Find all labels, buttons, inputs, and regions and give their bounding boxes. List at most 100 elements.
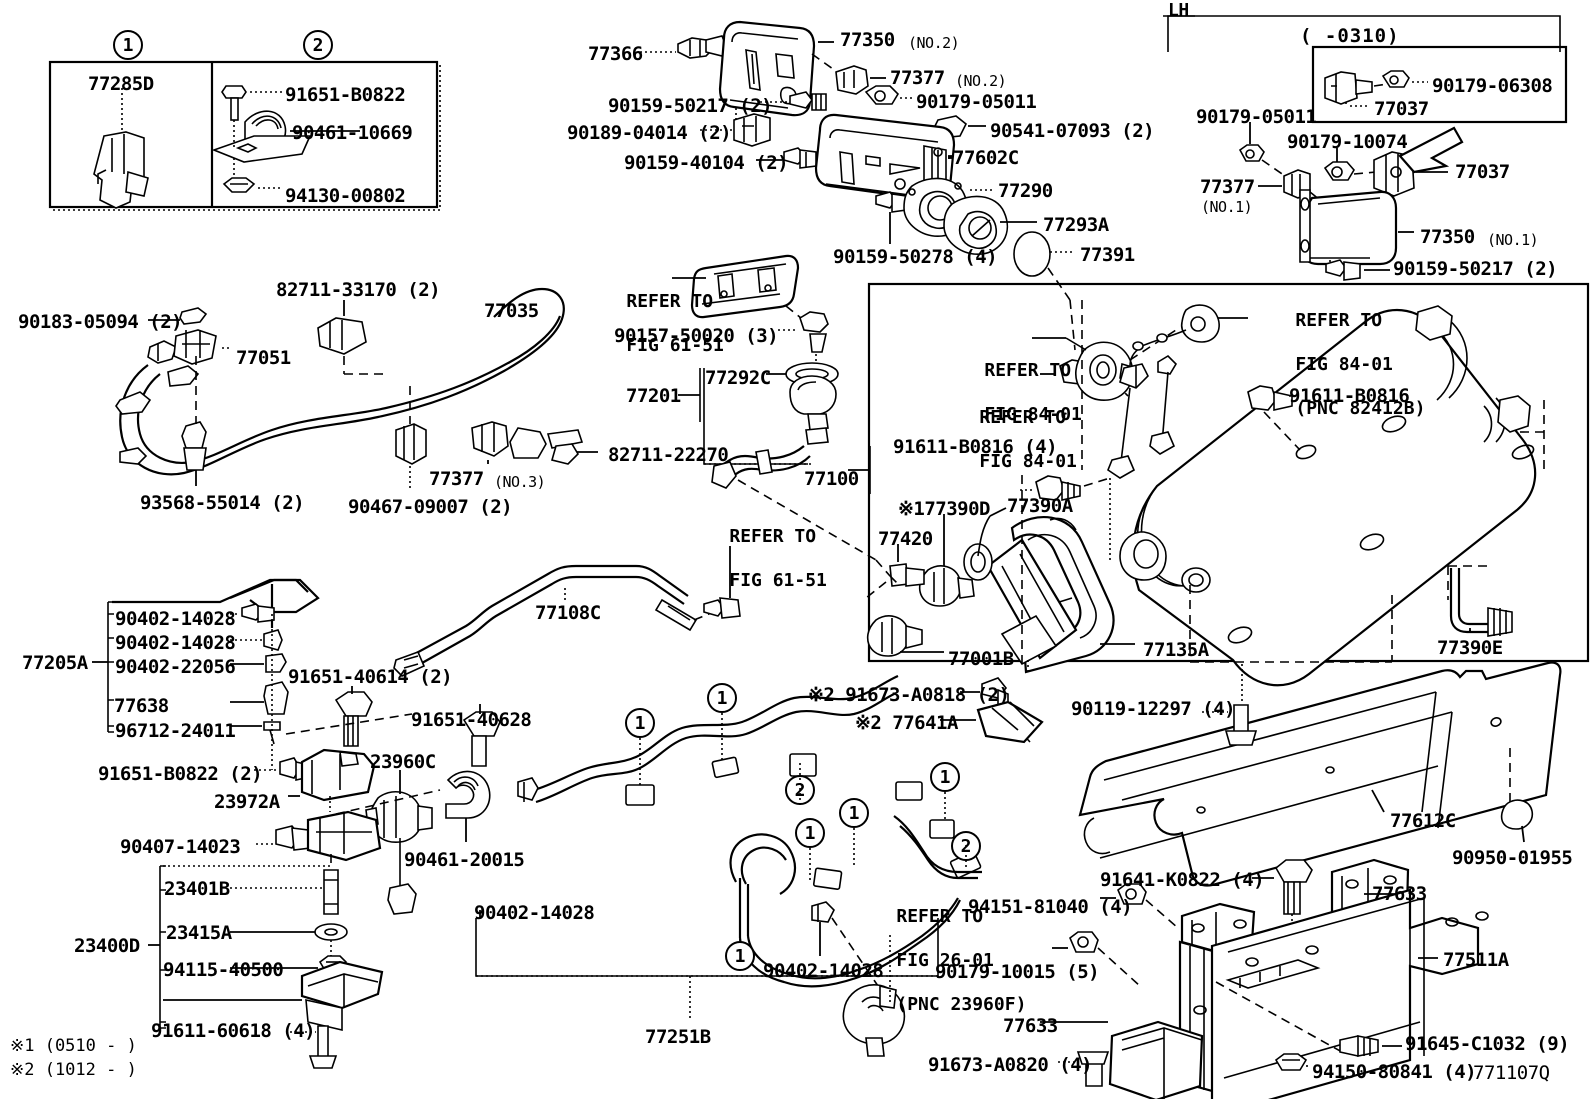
refer-block-4[interactable]: REFER TO FIG 84-01 — [941, 338, 1082, 448]
part-label-90157-50020[interactable]: 90157-50020 (3) — [614, 325, 779, 347]
hose-callout-1c: 1 — [930, 762, 960, 792]
part-label-23401B[interactable]: 23401B — [164, 878, 230, 900]
part-label-77612C[interactable]: 77612C — [1390, 810, 1456, 832]
part-label-90402-14028-b[interactable]: 90402-14028 — [115, 632, 236, 654]
part-label-90467-09007[interactable]: 90467-09007 (2) — [348, 496, 513, 518]
refer-line-1: REFER TO — [896, 905, 984, 927]
part-label-91673-A0818[interactable]: ※2 91673-A0818 (2) — [808, 684, 1010, 706]
part-label-90119-12297[interactable]: 90119-12297 (4) — [1071, 698, 1236, 720]
refer-block-2[interactable]: REFER TO FIG 61-51 — [686, 504, 827, 614]
part-label-91611-60618[interactable]: 91611-60618 (4) — [151, 1020, 316, 1042]
part-label-23972A[interactable]: 23972A — [214, 791, 280, 813]
callout-circle-2: 2 — [303, 30, 333, 60]
part-label-77108C[interactable]: 77108C — [535, 602, 601, 624]
refer-line-3: (PNC 82412B) — [1295, 397, 1426, 419]
part-label-96712-24011[interactable]: 96712-24011 — [115, 720, 236, 742]
part-label-90402-14028-a[interactable]: 90402-14028 — [115, 608, 236, 630]
part-label-90159-50217-a[interactable]: 90159-50217 (2) — [608, 95, 773, 117]
part-label-77100[interactable]: 77100 — [804, 468, 859, 490]
part-label-77251B[interactable]: 77251B — [645, 1026, 711, 1048]
part-label-91611-B0816-b[interactable]: 91611-B0816 (4) — [893, 436, 1058, 458]
part-label-94115-40500[interactable]: 94115-40500 — [163, 959, 284, 981]
part-label-90179-06308[interactable]: 90179-06308 — [1432, 75, 1553, 97]
part-label-91611-B0816-a[interactable]: 91611-B0816 — [1289, 385, 1410, 407]
part-label-77390E[interactable]: 77390E — [1437, 637, 1503, 659]
refer-block-5[interactable]: REFER TO FIG 84-01 — [936, 385, 1077, 495]
refer-block-3[interactable]: REFER TO FIG 84-01 (PNC 82412B) — [1252, 288, 1425, 442]
part-label-77633-a[interactable]: 77633 — [1372, 883, 1427, 905]
part-label-77350-no2-suffix: (NO.2) — [908, 34, 960, 52]
part-label-90179-05011-a[interactable]: 90179-05011 — [916, 91, 1037, 113]
hose-callout-1e: 1 — [795, 818, 825, 848]
part-label-90179-10074[interactable]: 90179-10074 — [1287, 131, 1408, 153]
part-label-77390D[interactable]: ※177390D — [898, 498, 991, 520]
part-label-77391[interactable]: 77391 — [1080, 244, 1135, 266]
part-label-77638[interactable]: 77638 — [114, 695, 169, 717]
part-label-77205A[interactable]: 77205A — [22, 652, 88, 674]
part-label-77290[interactable]: 77290 — [998, 180, 1053, 202]
refer-line-2: FIG 84-01 — [984, 403, 1082, 425]
part-label-91651-40614[interactable]: 91651-40614 (2) — [288, 666, 453, 688]
part-label-90402-14028-d[interactable]: 90402-14028 — [763, 960, 884, 982]
part-label-77420[interactable]: 77420 — [878, 528, 933, 550]
part-label-77135A[interactable]: 77135A — [1143, 639, 1209, 661]
footnote-2: ※2 (1012 - ) — [10, 1060, 137, 1080]
part-label-90189-04014[interactable]: 90189-04014 (2) — [567, 122, 732, 144]
part-label-77377-no2[interactable]: 77377 — [890, 67, 945, 89]
part-label-82711-22270[interactable]: 82711-22270 — [608, 444, 729, 466]
part-label-90950-01955[interactable]: 90950-01955 — [1452, 847, 1573, 869]
part-label-91651-B0822-b[interactable]: 91651-B0822 (2) — [98, 763, 263, 785]
part-label-91673-A0820[interactable]: 91673-A0820 (4) — [928, 1054, 1093, 1076]
part-label-94150-80841[interactable]: 94150-80841 (4) — [1312, 1061, 1477, 1083]
part-label-77285D[interactable]: 77285D — [88, 73, 154, 95]
part-label-77511A[interactable]: 77511A — [1443, 949, 1509, 971]
part-label-94130-00802[interactable]: 94130-00802 — [285, 185, 406, 207]
part-label-77035[interactable]: 77035 — [484, 300, 539, 322]
part-label-77641A[interactable]: ※2 77641A — [855, 712, 958, 734]
part-label-77037-b[interactable]: 77037 — [1455, 161, 1510, 183]
part-label-90159-50278[interactable]: 90159-50278 (4) — [833, 246, 998, 268]
part-label-77350-no1[interactable]: 77350 — [1420, 226, 1475, 248]
part-label-77051[interactable]: 77051 — [236, 347, 291, 369]
hose-callout-1b: 1 — [625, 708, 655, 738]
part-label-90461-20015[interactable]: 90461-20015 — [404, 849, 525, 871]
part-label-77366[interactable]: 77366 — [588, 43, 643, 65]
part-label-77292C[interactable]: 77292C — [705, 367, 771, 389]
part-label-90159-40104[interactable]: 90159-40104 (2) — [624, 152, 789, 174]
part-label-90541-07093[interactable]: 90541-07093 (2) — [990, 120, 1155, 142]
part-label-93568-55014[interactable]: 93568-55014 (2) — [140, 492, 305, 514]
part-label-94151-81040[interactable]: 94151-81040 (4) — [968, 896, 1133, 918]
part-label-91651-B0822-a[interactable]: 91651-B0822 — [285, 84, 406, 106]
refer-line-2: FIG 61-51 — [729, 569, 827, 591]
part-label-90407-14023[interactable]: 90407-14023 — [120, 836, 241, 858]
part-label-77633-b[interactable]: 77633 — [1003, 1015, 1058, 1037]
part-label-77602C[interactable]: 77602C — [953, 147, 1019, 169]
part-label-91651-40628[interactable]: 91651-40628 — [411, 709, 532, 731]
part-label-90461-10669[interactable]: 90461-10669 — [292, 122, 413, 144]
part-label-77350-no1-suffix: (NO.1) — [1487, 231, 1539, 249]
part-label-77001B[interactable]: 77001B — [948, 648, 1014, 670]
part-label-77037-a[interactable]: 77037 — [1374, 98, 1429, 120]
part-label-90402-14028-c[interactable]: 90402-14028 — [474, 902, 595, 924]
part-label-77350-no2[interactable]: 77350 — [840, 29, 895, 51]
part-label-90159-50217-b[interactable]: 90159-50217 (2) — [1393, 258, 1558, 280]
refer-block-6[interactable]: REFER TO FIG 26-01 (PNC 23960F) — [853, 884, 1026, 1038]
part-label-90183-05094[interactable]: 90183-05094 (2) — [18, 311, 183, 333]
part-label-23960C[interactable]: 23960C — [370, 751, 436, 773]
part-label-91641-K0822[interactable]: 91641-K0822 (4) — [1100, 869, 1265, 891]
callout-circle-1: 1 — [113, 30, 143, 60]
part-label-90179-05011-b[interactable]: 90179-05011 — [1196, 106, 1317, 128]
part-label-77377-no1[interactable]: 77377 — [1200, 176, 1255, 198]
part-label-23400D[interactable]: 23400D — [74, 935, 140, 957]
part-label-90402-22056[interactable]: 90402-22056 — [115, 656, 236, 678]
part-label-77293A[interactable]: 77293A — [1043, 214, 1109, 236]
part-label-82711-33170[interactable]: 82711-33170 (2) — [276, 279, 441, 301]
part-label-23415A[interactable]: 23415A — [166, 922, 232, 944]
refer-block-1[interactable]: REFER TO FIG 61-51 — [583, 269, 724, 379]
part-label-90179-10015[interactable]: 90179-10015 (5) — [935, 961, 1100, 983]
hose-callout-1a: 1 — [707, 683, 737, 713]
part-label-77390A[interactable]: 77390A — [1007, 495, 1073, 517]
part-label-77201[interactable]: 77201 — [626, 385, 681, 407]
part-label-91645-C1032[interactable]: 91645-C1032 (9) — [1405, 1033, 1570, 1055]
part-label-77377-no3[interactable]: 77377 — [429, 468, 484, 490]
